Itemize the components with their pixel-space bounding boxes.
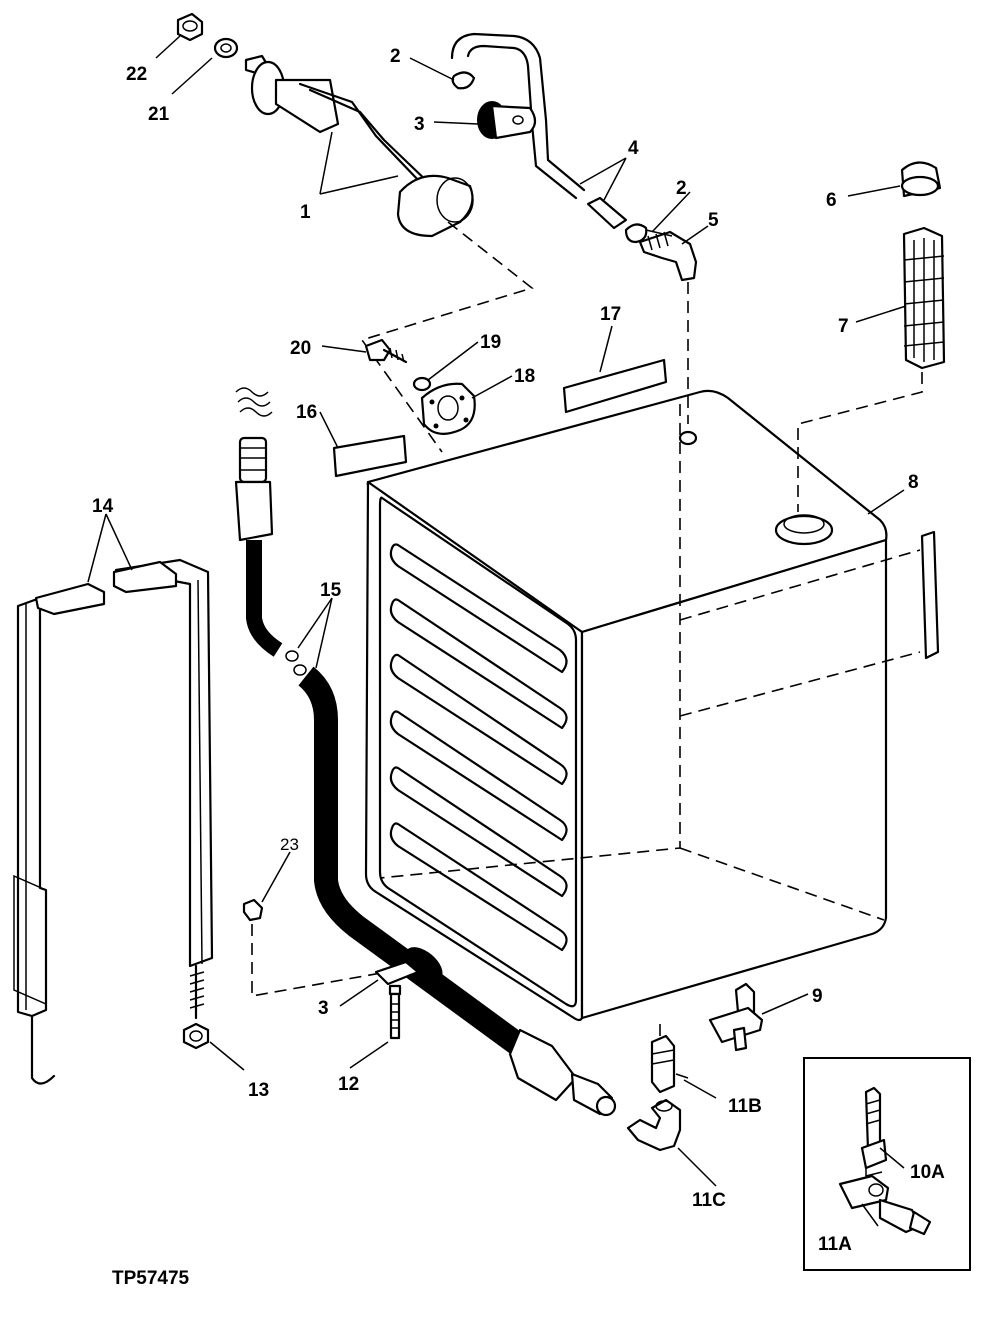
- filler-cap-6: [900, 161, 942, 198]
- fitting-11B: [650, 1034, 689, 1094]
- callout-11A: 11A: [818, 1234, 852, 1255]
- nut-13: [182, 1022, 210, 1050]
- callout-17: 17: [600, 304, 621, 325]
- bolt-12: [388, 984, 402, 1040]
- callout-7: 7: [838, 316, 849, 337]
- callout-2-top: 2: [390, 46, 401, 67]
- callout-11C: 11C: [692, 1190, 726, 1211]
- callout-12: 12: [338, 1074, 359, 1095]
- callout-20: 20: [290, 338, 311, 359]
- callout-9: 9: [812, 986, 823, 1007]
- callout-16: 16: [296, 402, 317, 423]
- callout-1: 1: [300, 202, 311, 223]
- callout-3-top: 3: [414, 114, 425, 135]
- leader-lines: [87, 35, 907, 1227]
- hydraulic-tank: [364, 389, 921, 1022]
- screw-20: [364, 338, 408, 364]
- figure-reference: TP57475: [112, 1268, 190, 1289]
- gasket-18: [420, 382, 476, 435]
- callout-21: 21: [148, 104, 170, 125]
- strip-16: [332, 434, 408, 478]
- nut-23: [242, 898, 264, 922]
- callout-4: 4: [628, 138, 639, 159]
- tank-ribs: [389, 543, 568, 952]
- clamp-2-top: [451, 71, 476, 90]
- callout-10A: 10A: [910, 1162, 945, 1183]
- callout-2-lower: 2: [676, 178, 687, 199]
- callout-3-lower: 3: [318, 998, 329, 1019]
- level-sensor-1: [244, 54, 474, 238]
- tank-side-strip: [920, 530, 940, 660]
- inset-box: [803, 1057, 971, 1271]
- clamp-2-lower: [624, 223, 648, 244]
- suction-hose: [234, 387, 617, 1117]
- callout-11B: 11B: [728, 1096, 762, 1117]
- callout-19: 19: [480, 332, 501, 353]
- callout-8: 8: [908, 472, 919, 493]
- tank-strap-right: [112, 558, 214, 1020]
- strip-17: [562, 358, 668, 414]
- callout-14: 14: [92, 496, 114, 517]
- callout-15: 15: [320, 580, 342, 601]
- callout-6: 6: [826, 190, 837, 211]
- elbow-fitting-5: [638, 230, 698, 282]
- callout-5: 5: [708, 210, 719, 231]
- callout-13: 13: [248, 1080, 269, 1101]
- nut-22: [176, 12, 204, 42]
- elbow-11C: [626, 1098, 682, 1152]
- drain-valve-9: [708, 982, 764, 1052]
- tank-strap-left: [13, 582, 106, 1085]
- clip-3-top: [477, 101, 537, 140]
- breather-tube-4: [450, 32, 628, 230]
- washer-19: [412, 376, 432, 392]
- callout-labels: 22 21 1 2 3 4 2 5 6 7 8 17 18 19 20 16 1…: [92, 46, 945, 1289]
- callout-22: 22: [126, 64, 147, 85]
- washer-21: [213, 37, 239, 59]
- callout-23: 23: [280, 835, 299, 854]
- clip-3-lower: [374, 960, 420, 986]
- strainer-7: [902, 226, 946, 370]
- callout-18: 18: [514, 366, 535, 387]
